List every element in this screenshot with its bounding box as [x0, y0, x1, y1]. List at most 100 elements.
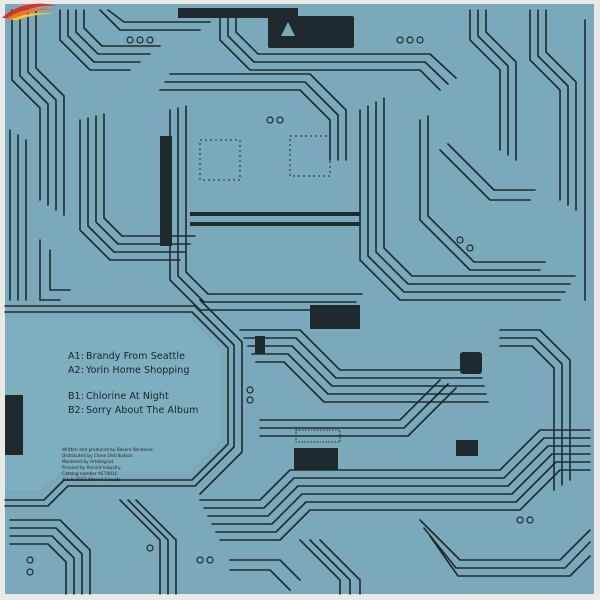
trace-bot-10 — [9, 543, 67, 595]
trace-mid-2 — [243, 337, 483, 379]
via — [396, 36, 404, 44]
trace-tl-6 — [67, 9, 141, 63]
trace-region-3 — [199, 299, 243, 495]
chip-left-bar — [160, 136, 172, 246]
via — [196, 556, 204, 564]
track-position: A1: — [67, 351, 84, 362]
track-a1: A1:Brandy From Seattle — [62, 350, 242, 364]
trace-mid-8 — [259, 387, 457, 437]
track-position: B1: — [67, 391, 84, 402]
via — [146, 544, 154, 552]
trace-bot-21 — [229, 569, 291, 591]
pin-row-3 — [295, 429, 341, 443]
credit-line: ©&℗ 2023 Altered Circuits — [62, 478, 121, 483]
trace-mid-6 — [259, 379, 441, 421]
trace-left-5 — [87, 117, 186, 253]
trace-bot-20 — [229, 559, 301, 581]
track-a2: A2:Yorin Home Shopping — [62, 364, 242, 378]
pin-col-b — [289, 135, 331, 177]
trace-tl-10 — [107, 9, 211, 23]
trace-tr-4 — [529, 9, 561, 201]
trace-rm-11 — [499, 345, 555, 491]
trace-chip-9 — [235, 9, 457, 79]
pin-col-a — [199, 139, 241, 181]
trace-tl-4 — [35, 9, 65, 216]
trace-rm-4 — [383, 97, 576, 277]
trace-bot-1 — [199, 429, 591, 501]
trace-bot-9 — [9, 535, 75, 595]
pin-row-1 — [190, 212, 360, 216]
chip-right-pad — [460, 352, 482, 374]
trace-chip-3 — [185, 105, 363, 295]
trace-left-7 — [103, 113, 196, 237]
trace-bot-5 — [215, 461, 591, 533]
trace-bot-19 — [429, 535, 591, 577]
trace-bot-6 — [219, 469, 591, 541]
trace-left-4 — [79, 119, 181, 261]
trace-chip-2 — [177, 107, 357, 303]
via — [416, 36, 424, 44]
trace-tl-9 — [99, 9, 201, 31]
trace-bot-14 — [299, 539, 341, 595]
track-b2: B2:Sorry About The Album — [62, 404, 242, 418]
trace-mid-7 — [259, 383, 449, 429]
flame-swoosh-logo — [2, 3, 58, 20]
trace-bot-3 — [207, 445, 591, 517]
trace-region-2 — [4, 305, 235, 507]
trace-chip-7 — [219, 9, 441, 91]
trace-tl-1 — [11, 9, 41, 201]
credit-line: Mastered by Artebrgout. — [62, 460, 115, 465]
trace-bot-8 — [9, 527, 83, 595]
via — [246, 396, 254, 404]
trace-tr-5 — [537, 9, 569, 206]
track-title: Yorin Home Shopping — [86, 365, 190, 376]
credits-block: Written and produced by Basere Westover.… — [62, 448, 202, 484]
trace-left-8 — [39, 239, 61, 301]
trace-bot-16 — [319, 539, 361, 595]
track-title: Brandy From Seattle — [86, 351, 186, 362]
trace-tr-1 — [469, 9, 501, 151]
trace-rm-7 — [439, 149, 531, 201]
credit-line: Catalog number AC7001C — [62, 472, 118, 477]
chip-bottom-1 — [294, 448, 338, 470]
track-position: A2: — [67, 365, 84, 376]
trace-mid-5 — [255, 361, 489, 403]
chip-bottom-2 — [456, 440, 478, 456]
track-title: Sorry About The Album — [86, 405, 199, 416]
trace-region-1 — [4, 311, 229, 501]
via — [406, 36, 414, 44]
trace-rm-5 — [419, 119, 541, 271]
trace-chip-5 — [164, 81, 339, 161]
trace-bot-17 — [419, 519, 591, 561]
trace-rm-6 — [427, 115, 546, 263]
trace-bot-13 — [135, 499, 177, 595]
via — [26, 556, 34, 564]
trace-tl-2 — [19, 9, 49, 206]
trace-tl-8 — [83, 9, 161, 47]
trace-rm-3 — [375, 101, 571, 285]
trace-left-6 — [95, 115, 191, 245]
triangle-mark-icon — [281, 22, 295, 36]
via — [126, 36, 134, 44]
trace-tl-3 — [27, 9, 57, 211]
credit-line: Distributed by Clone Distribution. — [62, 454, 134, 459]
chip-logo — [268, 16, 354, 48]
trace-left-9 — [49, 249, 71, 291]
chip-left-block — [5, 395, 23, 455]
via — [206, 556, 214, 564]
trace-tr-2 — [477, 9, 509, 156]
trace-mid-1 — [239, 329, 481, 371]
via — [516, 516, 524, 524]
trace-tr-3 — [485, 9, 517, 161]
trace-bot-11 — [119, 499, 161, 595]
via — [266, 116, 274, 124]
via — [246, 386, 254, 394]
trace-chip-8 — [227, 9, 449, 85]
trace-rm-2 — [367, 105, 566, 293]
trace-bot-7 — [9, 519, 91, 595]
track-b1: B1:Chlorine At Night — [62, 390, 242, 404]
trace-bot-4 — [211, 453, 591, 525]
trace-bot-2 — [203, 437, 591, 509]
